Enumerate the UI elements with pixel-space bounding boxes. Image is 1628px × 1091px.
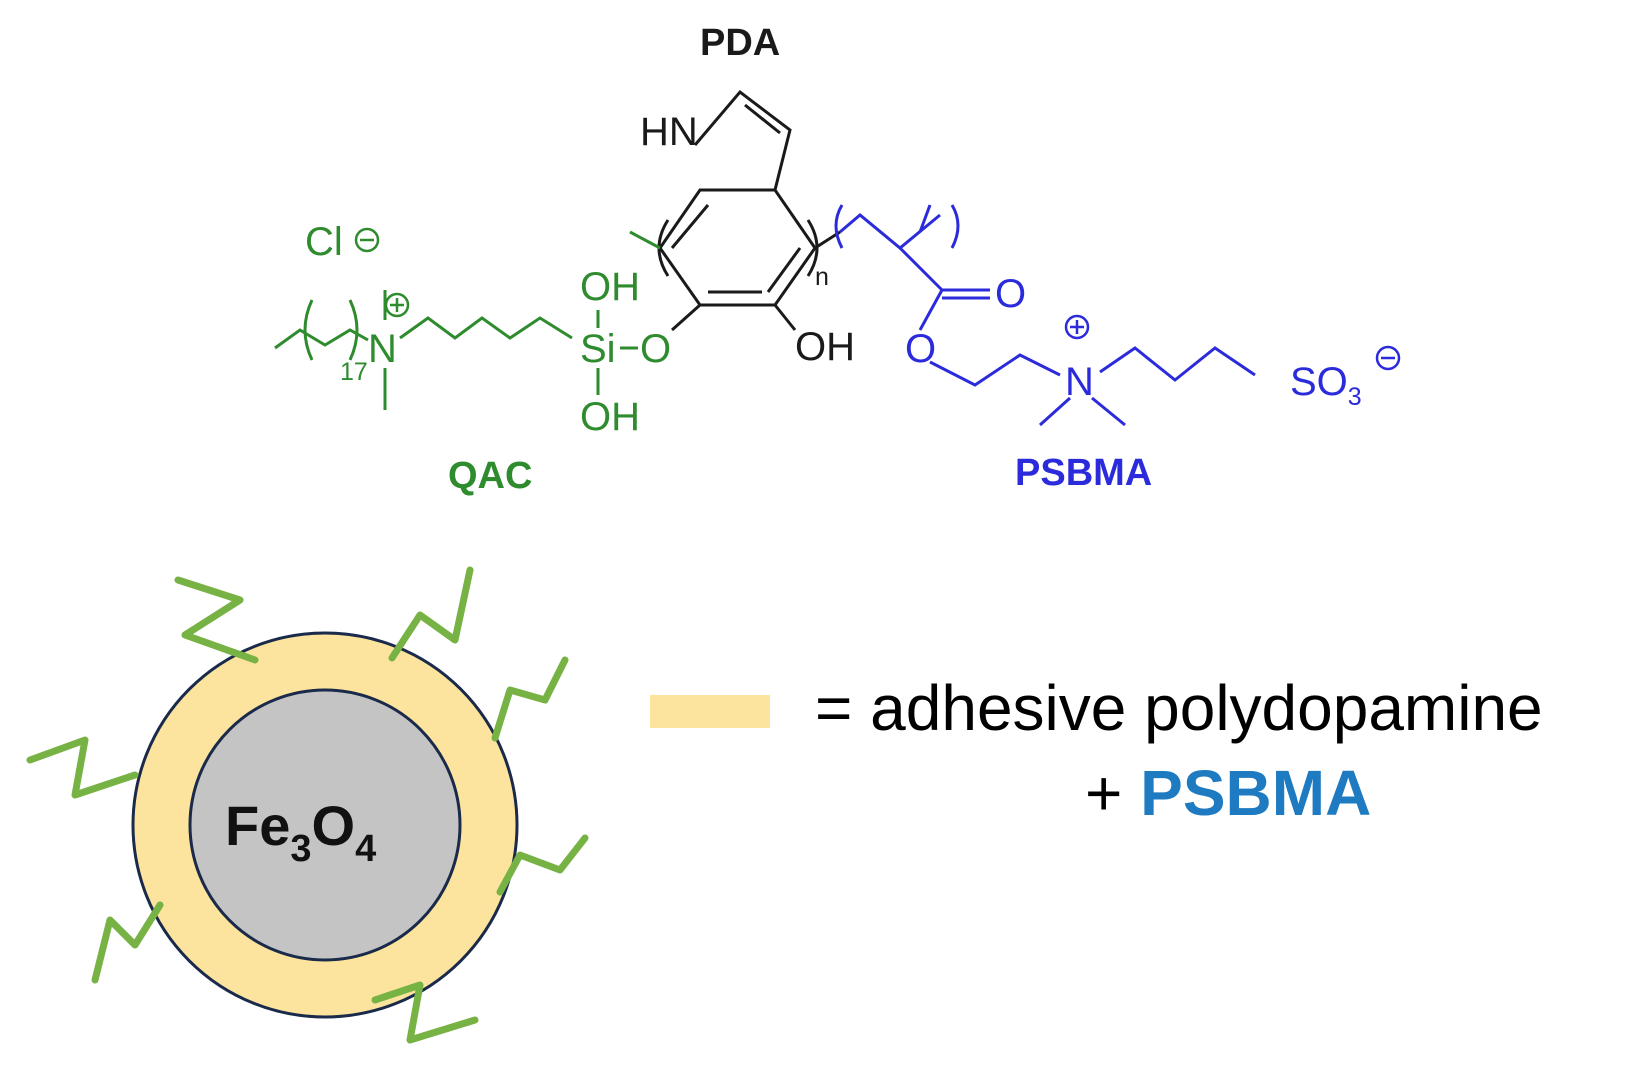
cl-minus-charge bbox=[354, 227, 380, 253]
oh-top-text: OH bbox=[580, 265, 640, 309]
legend-line2: + PSBMA bbox=[1085, 757, 1371, 829]
hn-text: HN bbox=[640, 110, 698, 154]
legend-plus: + bbox=[1085, 757, 1140, 829]
polymer-chains bbox=[26, 566, 589, 1044]
cl-text: Cl bbox=[305, 220, 343, 264]
pda-label: PDA bbox=[700, 22, 780, 64]
qac-label: QAC bbox=[448, 455, 532, 497]
n-qac-text: N bbox=[368, 327, 397, 371]
o-ester-text: O bbox=[905, 327, 936, 371]
n-psbma-text: N bbox=[1065, 360, 1094, 404]
core-sub1-text: 3 bbox=[290, 828, 311, 870]
so3-main-text: SO bbox=[1290, 360, 1348, 404]
legend-highlight: PSBMA bbox=[1140, 757, 1371, 829]
core-text: Fe3O4 bbox=[225, 794, 376, 870]
pda-unit bbox=[629, 89, 841, 332]
so3-text: SO3 bbox=[1290, 360, 1362, 411]
chain-bottom-left bbox=[91, 901, 164, 984]
core-fe-text: Fe bbox=[225, 794, 290, 857]
legend-swatch bbox=[650, 695, 770, 728]
legend: = adhesive polydopamine + PSBMA bbox=[650, 672, 1543, 829]
chain-top-right bbox=[491, 656, 569, 742]
psbma-unit bbox=[834, 204, 1256, 427]
core-o-text: O bbox=[312, 794, 356, 857]
nanoparticle: Fe3O4 bbox=[26, 566, 589, 1044]
qac-unit bbox=[274, 290, 638, 410]
so3-minus-charge bbox=[1375, 345, 1401, 371]
o-carbonyl-text: O bbox=[995, 272, 1026, 316]
chemical-structure: PDA HN OH n Cl N bbox=[274, 22, 1401, 497]
chain-count-text: 17 bbox=[340, 358, 368, 386]
o-si-text: O bbox=[640, 327, 671, 371]
oh-ring-text: OH bbox=[795, 325, 855, 369]
core-sub2-text: 4 bbox=[355, 828, 376, 870]
fe3o4-core bbox=[188, 688, 462, 962]
so3-sub-text: 3 bbox=[1348, 383, 1362, 411]
chain-right bbox=[496, 834, 589, 896]
repeat-n-text: n bbox=[815, 263, 829, 291]
legend-line1: = adhesive polydopamine bbox=[815, 672, 1543, 744]
chain-bottom bbox=[371, 981, 479, 1044]
chain-left bbox=[26, 736, 139, 799]
psbma-label: PSBMA bbox=[1015, 452, 1152, 494]
si-text: Si bbox=[580, 327, 616, 371]
oh-bottom-text: OH bbox=[580, 395, 640, 439]
n-qac-plus-charge bbox=[384, 292, 410, 318]
chain-top-left bbox=[174, 576, 259, 664]
chain-top bbox=[388, 566, 474, 662]
n-psbma-plus-charge bbox=[1064, 314, 1090, 340]
